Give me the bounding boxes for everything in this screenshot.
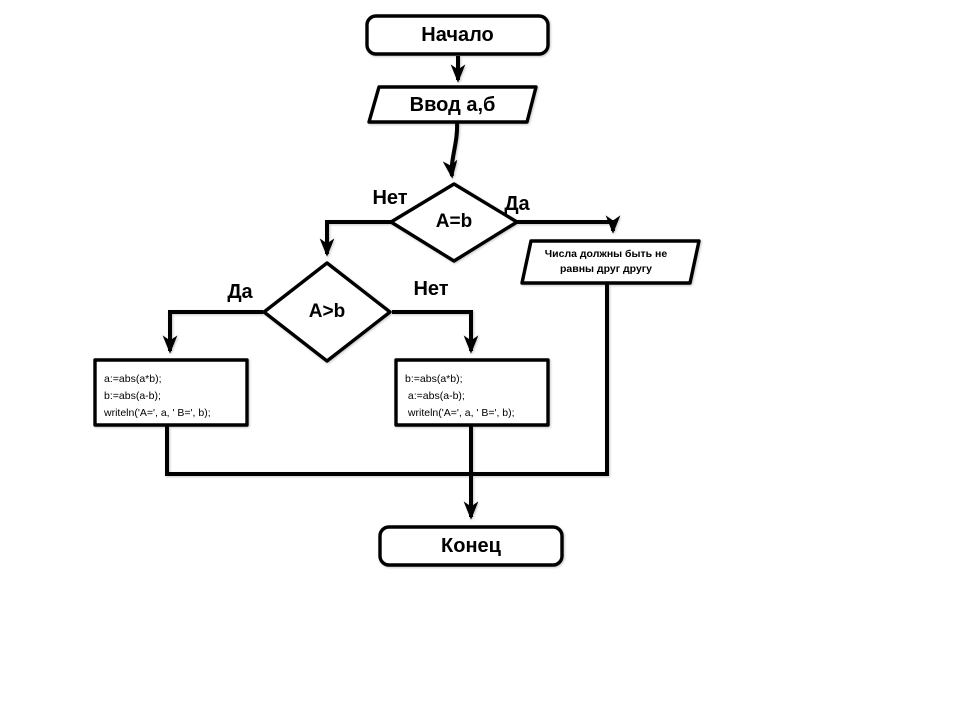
input-node-label: Ввод а,б — [409, 93, 496, 116]
decision-equal-label: A=b — [435, 210, 473, 232]
process-left-line-3: writeln('A=', a, ' B=', b); — [104, 407, 211, 419]
connector-equal-no-branch — [319, 220, 391, 257]
start-node-shape — [365, 14, 550, 56]
greater-no-branch-label: Нет — [413, 278, 449, 300]
connector-greater-no-branch — [392, 310, 479, 354]
connector-equal-yes-branch — [515, 215, 621, 234]
process-left-line-2: b:=abs(a-b); — [104, 390, 161, 402]
decision-greater-label: A>b — [308, 300, 346, 322]
message-node-label: Числа должны быть не равны друг другу — [522, 241, 690, 283]
input-node-shape — [367, 85, 538, 124]
start-node-label: Начало — [421, 24, 494, 46]
greater-yes-branch-label: Да — [227, 281, 253, 303]
process-right-line-1: b:=abs(a*b); — [405, 373, 463, 385]
decision-equal-shape — [389, 182, 519, 263]
process-left-shape — [93, 358, 249, 427]
equal-yes-branch-label: Да — [504, 193, 530, 215]
process-right-line-2: a:=abs(a-b); — [405, 390, 465, 402]
connector-merge-lines — [165, 284, 609, 476]
message-line-1: Числа должны быть не — [544, 247, 668, 260]
end-node-label: Конец — [441, 535, 501, 557]
process-left-code: a:=abs(a*b); b:=abs(a-b); writeln('A=', … — [95, 360, 247, 425]
process-left-line-1: a:=abs(a*b); — [104, 373, 162, 385]
process-right-shape — [394, 358, 550, 427]
end-node-shape — [378, 525, 564, 567]
process-right-line-3: writeln('A=', a, ' B=', b); — [405, 407, 515, 419]
connector-input-to-decision-equal — [442, 122, 460, 179]
message-line-2: равны друг другу — [560, 263, 652, 275]
decision-greater-shape — [262, 261, 392, 363]
equal-no-branch-label: Нет — [372, 187, 408, 209]
connector-greater-yes-branch — [162, 310, 263, 354]
process-right-code: b:=abs(a*b); a:=abs(a-b); writeln('A=', … — [396, 360, 548, 425]
message-node-shape — [520, 239, 701, 285]
